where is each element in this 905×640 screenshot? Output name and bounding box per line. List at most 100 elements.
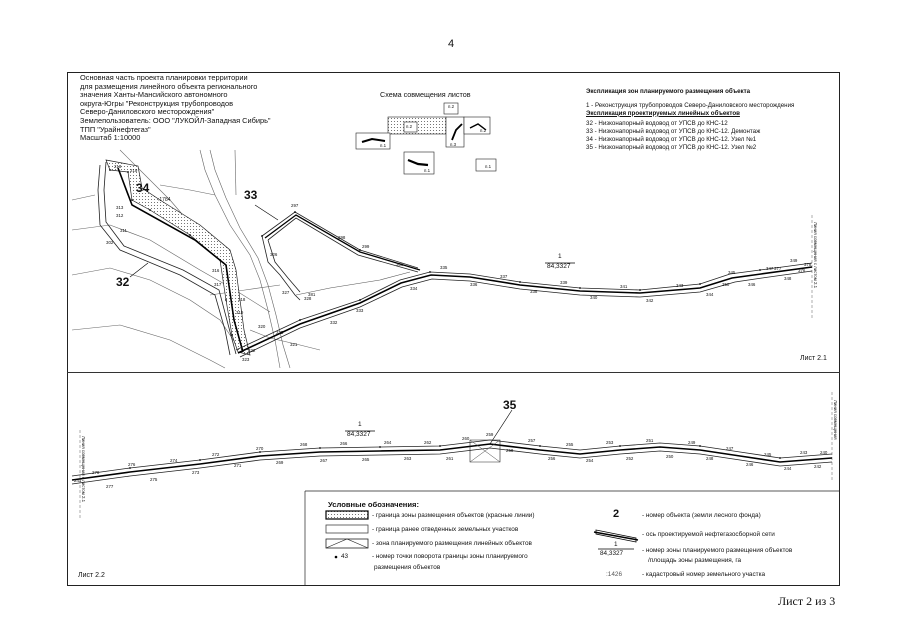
point-label: 254 — [586, 458, 594, 463]
legend-axis-text: - ось проектируемой нефтегазосборной сет… — [642, 531, 775, 538]
legend-cadastral-text: - кадастровый номер земельного участка — [642, 571, 766, 578]
legend-item-turning-point: - номер точки поворота границы зоны план… — [372, 553, 528, 560]
legend-zone-sample-number: 1 — [614, 541, 618, 548]
object-label-35: 35 — [503, 398, 517, 412]
point-label: 350 — [722, 282, 730, 287]
point-label: 242 — [814, 464, 822, 469]
point-label: 336 — [470, 282, 478, 287]
object-label-33: 33 — [244, 188, 258, 202]
point-label: 261 — [446, 456, 454, 461]
point-label: 251 — [646, 438, 654, 443]
point-label: 344 — [706, 292, 714, 297]
point-label: 263 — [404, 456, 412, 461]
object-label-32: 32 — [116, 275, 130, 289]
legend-title: Условные обозначения: — [328, 500, 420, 509]
point-label: 328 — [304, 296, 312, 301]
title-line: ТПП "Урайнефтегаз" — [80, 124, 151, 134]
point-label: 244 — [784, 466, 792, 471]
point-label: 253 — [606, 440, 614, 445]
point-label: 252 — [626, 456, 634, 461]
point-label: 343 — [676, 283, 684, 288]
title-block: Основная часть проекта планировки террит… — [80, 73, 310, 143]
point-label: 257 — [528, 438, 536, 443]
point-label: 321 — [290, 342, 298, 347]
explication-block: Экспликация зон планируемого размещения … — [586, 88, 794, 152]
point-label: 346 — [748, 282, 756, 287]
title-line: Северо-Даниловского месторождения" — [80, 107, 215, 117]
point-label: 318 — [238, 297, 246, 302]
cadastral-number: :1784 — [158, 197, 171, 203]
point-label: 246 — [746, 462, 754, 467]
point-label: 245 — [764, 452, 772, 457]
legend-frame — [304, 490, 840, 586]
point-label: 302 — [106, 240, 114, 245]
point-label: 335 — [440, 265, 448, 270]
main-corridor-bottom — [71, 439, 833, 485]
scheme-sheet-label: п.2 — [448, 104, 455, 109]
point-label: 297 — [291, 203, 299, 208]
scheme-sheet-label: п.1 — [485, 164, 492, 169]
legend-object-number-text: - номер объекта (земли лесного фонда) — [642, 512, 761, 519]
page-number: 4 — [448, 38, 455, 50]
point-label: 340 — [590, 295, 598, 300]
zone-explication-header: Экспликация зон планируемого размещения … — [586, 88, 751, 95]
combining-line-label-bottom-right: Линия совмещения — [833, 400, 838, 440]
legend-zone-text-2: /площадь зоны размещения, га — [648, 557, 742, 564]
point-label: 342 — [646, 298, 654, 303]
scheme-sheet-label: п.3 — [450, 142, 457, 147]
point-label: 347 — [766, 266, 774, 271]
point-label: 337 — [500, 274, 508, 279]
scheme-sheet-label: п.2 — [406, 124, 413, 129]
object-item: 32 - Низконапорный водовод от УПСВ до КН… — [586, 120, 728, 128]
sheet-label-bottom: Лист 2.2 — [78, 572, 105, 579]
point-label: 241 — [74, 478, 82, 483]
title-line: для размещения линейного объекта региона… — [80, 81, 258, 91]
point-label: 255 — [566, 442, 574, 447]
point-label: 349 — [790, 258, 798, 263]
scheme-of-sheets — [355, 102, 497, 175]
point-label: 341 — [620, 284, 628, 289]
object-item: 35 - Низконапорный водовод от УПСВ до КН… — [586, 143, 757, 151]
point-label: 298 — [338, 235, 346, 240]
scheme-sheet-label: п.2 — [480, 128, 487, 133]
sheet-divider — [67, 372, 840, 373]
point-label: 218 — [114, 164, 122, 169]
point-label: 259 — [486, 432, 494, 437]
sheet-label-top: Лист 2.1 — [800, 355, 827, 362]
title-line: Землепользователь: ООО "ЛУКОЙЛ-Западная … — [80, 115, 271, 125]
title-line: Основная часть проекта планировки террит… — [80, 73, 248, 82]
point-label: 275 — [150, 477, 158, 482]
point-label: 243 — [800, 450, 808, 455]
point-label: 268 — [300, 442, 308, 447]
zone-number-bottom: 1 — [358, 421, 362, 428]
point-label: 376 — [798, 268, 806, 273]
point-label: 348 — [784, 276, 792, 281]
point-label: 278 — [92, 470, 100, 475]
legend-item-linear-zone: - зона планируемого размещения линейных … — [372, 540, 532, 547]
title-line: Масштаб 1:10000 — [80, 133, 141, 143]
legend-symbols — [325, 510, 639, 559]
point-label: 299 — [362, 244, 370, 249]
title-line: округа-Югры "Реконструкция трубопроводов — [80, 98, 234, 108]
point-label: 325 — [276, 330, 284, 335]
point-label: 264 — [384, 440, 392, 445]
point-label: 248 — [706, 456, 714, 461]
title-line: значения Ханты-Мансийского автономного — [80, 90, 228, 100]
point-label: 249 — [688, 440, 696, 445]
legend-item-red-lines: - граница зоны размещения объектов (крас… — [372, 512, 535, 519]
point-label: 377 — [774, 266, 782, 271]
legend-zone-sample-area: 84,3327 — [600, 550, 624, 557]
point-label: 266 — [340, 441, 348, 446]
sheet-footer: Лист 2 из 3 — [778, 594, 836, 608]
legend-zone-text-1: - номер зоны планируемого размещения объ… — [642, 547, 793, 554]
point-label: 250 — [666, 454, 674, 459]
point-label: 258 — [506, 448, 514, 453]
point-label: 313 — [116, 205, 124, 210]
point-label: 345 — [728, 270, 736, 275]
object-33-branch — [261, 211, 421, 301]
main-corridor-top — [235, 262, 813, 358]
objects-explication-header: Экспликация проектируемых линейных объек… — [586, 109, 740, 117]
point-label: 378 — [804, 262, 812, 267]
point-label: 319 — [236, 310, 244, 315]
legend-object-number-sample: 2 — [613, 508, 620, 520]
